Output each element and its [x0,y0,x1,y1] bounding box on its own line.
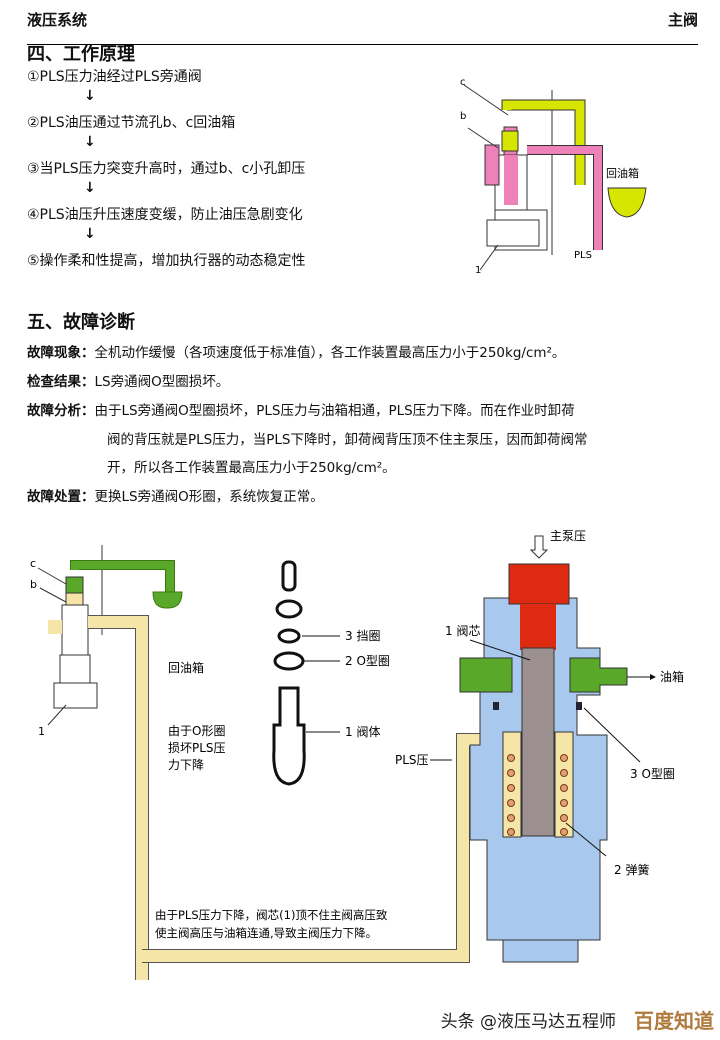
step-3: ③当PLS压力突变升高时，通过b、c小孔卸压 [27,161,306,177]
fix-text: 更换LS旁通阀O形圈，系统恢复正常。 [94,489,324,505]
section5-title: 五、故障诊断 [27,312,135,333]
flow-arrow: ↓ [84,88,96,104]
header-right: 主阀 [667,11,698,29]
analysis-line-2: 阀的背压就是PLS压力，当PLS下降时，卸荷阀背压顶不住主泵压，因而卸荷阀常 [107,432,588,448]
part-1-label: 1 阀体 [345,725,380,739]
spring-coils [507,754,568,836]
fix-label: 故障处置： [27,489,95,505]
label-1: 1 [38,725,45,738]
step-1: ①PLS压力油经过PLS旁通阀 [27,69,202,85]
spring-label: 2 弹簧 [614,862,649,877]
pls-label: PLS压 [395,753,429,767]
label-b: b [30,578,37,591]
note-line-2: 损坏PLS压 [168,741,226,755]
watermark-logo: 百度知道 [634,1009,714,1033]
note-line-3: 力下降 [168,758,204,772]
spool-label: 1 阀芯 [445,624,480,638]
header-left: 液压系统 [27,11,88,29]
label-b: b [460,111,466,122]
symptom-row: 故障现象：全机动作缓慢（各项速度低于标准值），各工作装置最高压力小于250kg/… [27,341,565,361]
bypass-valve-diagram: c b 1 回油箱 PLS [460,77,647,276]
note-line-1: 由于O形圈 [168,724,225,738]
header-rule [27,44,698,45]
analysis-line-3: 开，所以各工作装置最高压力小于250kg/cm²。 [107,460,396,476]
watermark-text: 头条 @液压马达五程师 [440,1012,616,1032]
part-3-label: 3 挡圈 [345,629,380,643]
step-4: ④PLS油压升压速度变缓，防止油压急剧变化 [27,207,303,223]
tank-out-label: 油箱 [660,669,684,684]
symptom-text: 全机动作缓慢（各项速度低于标准值），各工作装置最高压力小于250kg/cm²。 [94,345,566,361]
exploded-parts [272,560,306,786]
oring-label: 3 O型圈 [630,767,675,781]
analysis-row: 故障分析：由于LS旁通阀O型圈损坏，PLS压力与油箱相通，PLS压力下降。而在作… [27,399,575,419]
check-text: LS旁通阀O型圈损坏。 [94,374,230,390]
flow-arrow: ↓ [84,180,96,196]
label-c: c [460,77,466,88]
flow-arrow: ↓ [84,134,96,150]
caption-line-1: 由于PLS压力下降，阀芯(1)顶不住主阀高压致 [155,908,388,922]
part-2-label: 2 O型圈 [345,654,390,668]
main-pump-label: 主泵压 [550,529,586,543]
caption-line-2: 使主阀高压与油箱连通,导致主阀压力下降。 [155,926,377,940]
step-5: ⑤操作柔和性提高，增加执行器的动态稳定性 [27,253,306,269]
analysis-label: 故障分析： [27,403,95,419]
analysis-line-1: 由于LS旁通阀O型圈损坏，PLS压力与油箱相通，PLS压力下降。而在作业时卸荷 [94,403,575,419]
symptom-label: 故障现象： [27,345,95,361]
label-1: 1 [475,265,481,276]
label-c: c [30,557,36,570]
label-pls: PLS [574,250,592,261]
fault-diagram: c b 1 回油箱 由于O形圈 损坏PLS压 力下降 3 挡圈 2 O型圈 1 … [30,529,684,980]
section4-title: 四、工作原理 [27,44,135,65]
step-2: ②PLS油压通过节流孔b、c回油箱 [27,115,236,131]
fix-row: 故障处置：更换LS旁通阀O形圈，系统恢复正常。 [27,485,324,505]
arrow-down-icon [529,535,549,559]
check-row: 检查结果：LS旁通阀O型圈损坏。 [27,370,229,390]
check-label: 检查结果： [27,374,95,390]
label-tank: 回油箱 [606,166,639,180]
flow-arrow: ↓ [84,226,96,242]
label-tank: 回油箱 [168,660,204,675]
